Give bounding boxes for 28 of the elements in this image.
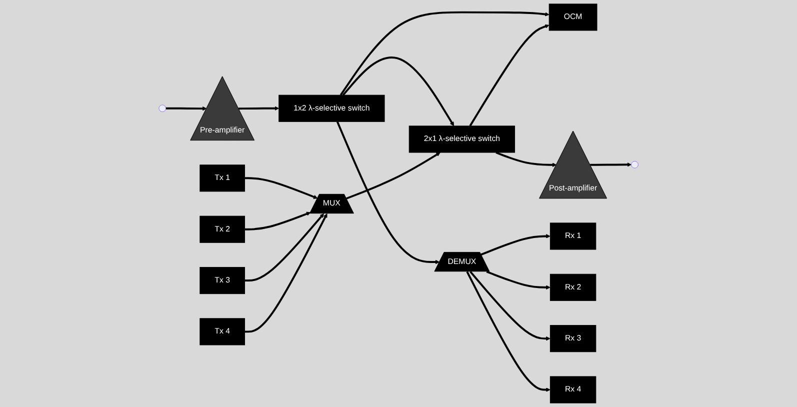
node-box (550, 376, 596, 404)
arrow (336, 121, 440, 264)
arrow (244, 212, 311, 230)
arrow (496, 152, 557, 168)
node-box (548, 4, 598, 31)
arrow (346, 152, 440, 200)
arrow (590, 162, 632, 167)
arrow (469, 24, 550, 126)
node-box (550, 325, 596, 352)
arrow (244, 213, 328, 333)
arrow (486, 270, 550, 290)
node-box (550, 274, 596, 301)
arrow (480, 234, 550, 256)
arrow (342, 56, 454, 126)
arrow (238, 106, 279, 111)
node-box (200, 318, 245, 346)
arrow (470, 271, 550, 341)
node-box (200, 267, 245, 294)
node-box (200, 164, 245, 192)
node-box (408, 126, 515, 153)
arrow (166, 106, 207, 111)
arrow (244, 177, 318, 199)
node-box (278, 94, 385, 122)
arrow (340, 11, 550, 96)
arrow (244, 213, 324, 282)
arrow (466, 271, 550, 392)
node-box (200, 216, 245, 243)
node-box (550, 222, 596, 250)
